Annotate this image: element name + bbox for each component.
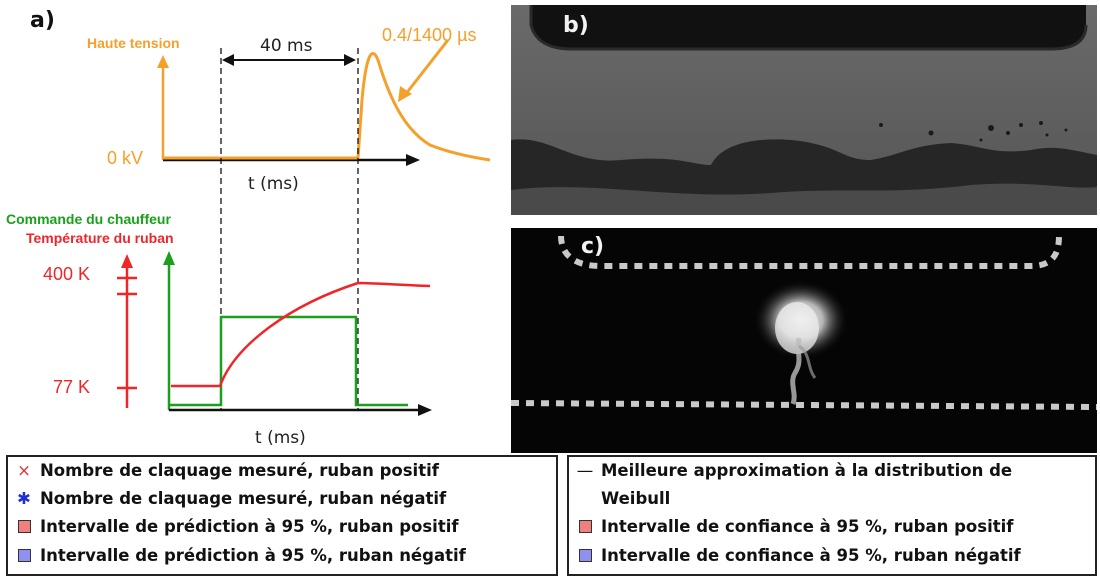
- red-square-marker: [18, 520, 31, 533]
- heater-y-arrow: [163, 251, 175, 265]
- legend-item-measured-negative: ✱ Nombre de claquage mesuré, ruban négat…: [14, 489, 446, 508]
- panel-a: a) Haute tension 0.4/1400 µs 40 ms 0 kV …: [0, 0, 510, 450]
- zero-kv-label: 0 kV: [107, 148, 144, 168]
- legend-item-weibull-fit: — Meilleure approximation à la distribut…: [575, 461, 1012, 480]
- legend-text: Intervalle de prédiction à 95 %, ruban n…: [40, 546, 466, 565]
- time-label-top: t (ms): [248, 174, 299, 194]
- duration-label: 40 ms: [260, 36, 313, 56]
- panel-b-photo: b): [511, 5, 1097, 215]
- legend-text: Intervalle de confiance à 95 %, ruban né…: [601, 546, 1021, 565]
- pulse-annotation-arrowhead: [398, 86, 412, 102]
- black-line-marker: —: [576, 461, 594, 480]
- voltage-y-arrow: [157, 55, 169, 68]
- legend-item-measured-positive: × Nombre de claquage mesuré, ruban posit…: [14, 461, 439, 480]
- duration-arrow-left: [222, 54, 234, 66]
- heater-command-label: Commande du chauffeur: [6, 211, 171, 227]
- pulse-label: 0.4/1400 µs: [382, 25, 477, 45]
- panel-c-label: c): [581, 234, 605, 259]
- red-square-marker: [579, 520, 592, 533]
- duration-arrow-right: [344, 54, 356, 66]
- tape-temperature-curve: [171, 281, 431, 388]
- pulse-annotation-arrow: [403, 39, 450, 96]
- legend-left: × Nombre de claquage mesuré, ruban posit…: [6, 455, 558, 576]
- red-cross-marker: ×: [17, 461, 31, 480]
- temp-high-label: 400 K: [43, 264, 91, 284]
- panel-c-image: [511, 228, 1097, 453]
- legend-right: — Meilleure approximation à la distribut…: [567, 455, 1097, 576]
- legend-text: Meilleure approximation à la distributio…: [601, 461, 1013, 480]
- panel-b-label: b): [563, 13, 589, 38]
- legend-text: Weibull: [601, 489, 671, 508]
- high-voltage-label: Haute tension: [87, 35, 180, 51]
- panel-c-photo: c): [511, 228, 1097, 453]
- voltage-pulse-curve: [356, 52, 491, 162]
- legend-item-confidence-negative: Intervalle de confiance à 95 %, ruban né…: [575, 546, 1021, 565]
- blue-square-marker: [18, 549, 31, 562]
- time-axis-bottom-arrow: [418, 404, 432, 416]
- time-axis-top-arrow: [406, 154, 420, 166]
- temp-low-label: 77 K: [53, 377, 91, 397]
- panel-a-diagram: [117, 39, 491, 416]
- legend-text: Nombre de claquage mesuré, ruban positif: [40, 461, 439, 480]
- legend-item-prediction-negative: Intervalle de prédiction à 95 %, ruban n…: [14, 546, 466, 565]
- panel-b-image: [511, 5, 1097, 215]
- blue-asterisk-marker: ✱: [17, 489, 31, 508]
- legend-text: Intervalle de prédiction à 95 %, ruban p…: [40, 517, 459, 536]
- legend-item-confidence-positive: Intervalle de confiance à 95 %, ruban po…: [575, 517, 1013, 536]
- legend-text: Intervalle de confiance à 95 %, ruban po…: [601, 517, 1014, 536]
- temperature-y-arrow: [121, 254, 133, 268]
- legend-item-weibull-fit-cont: Weibull: [575, 489, 670, 508]
- heater-command-curve: [169, 315, 408, 407]
- time-label-bottom: t (ms): [255, 428, 306, 448]
- panel-a-label: a): [30, 8, 55, 33]
- legend-text: Nombre de claquage mesuré, ruban négatif: [40, 489, 447, 508]
- legend-item-prediction-positive: Intervalle de prédiction à 95 %, ruban p…: [14, 517, 459, 536]
- blue-square-marker: [579, 549, 592, 562]
- tape-temperature-label: Température du ruban: [26, 230, 174, 246]
